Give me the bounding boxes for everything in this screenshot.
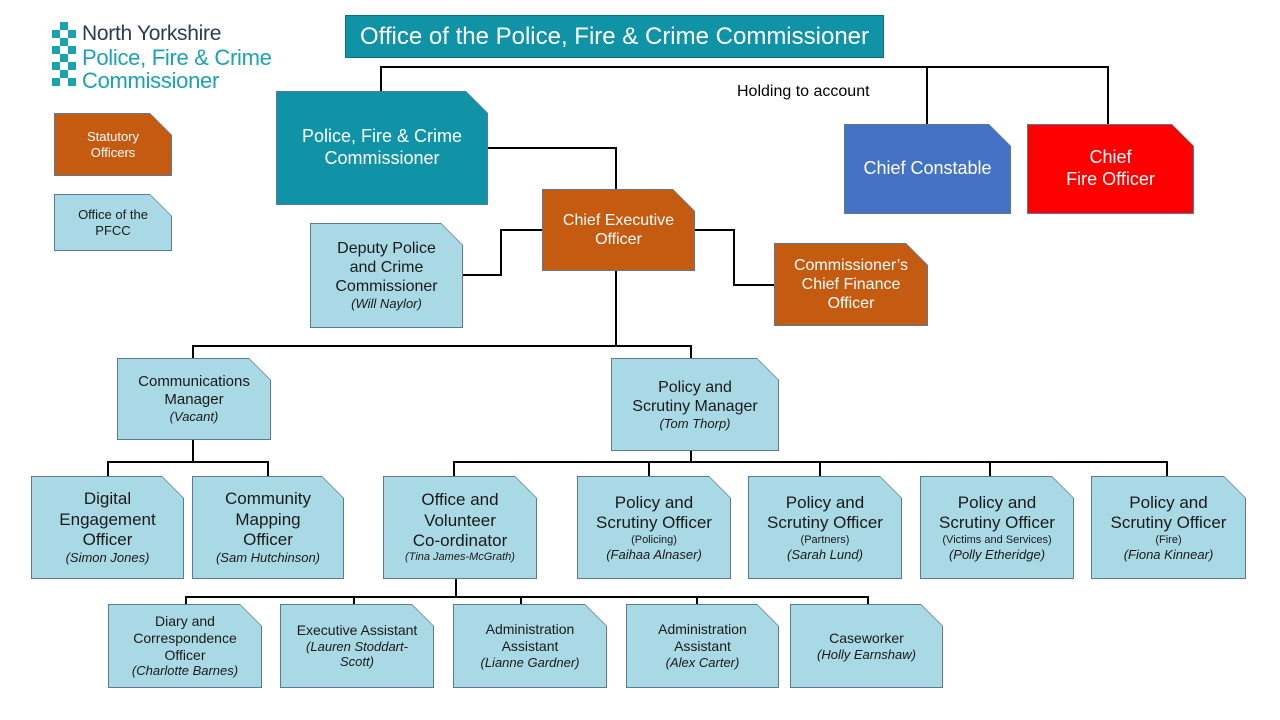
legend-office-of-pfcc: Office of the PFCC bbox=[54, 194, 172, 251]
chief-fire-line-2: Fire Officer bbox=[1066, 169, 1155, 189]
logo-line-3: Commissioner bbox=[82, 68, 219, 93]
diary-line-1: Diary and bbox=[155, 613, 215, 629]
community-line-1: Community bbox=[225, 489, 311, 509]
node-pso-victims: Policy and Scrutiny Officer (Victims and… bbox=[920, 476, 1074, 579]
node-caseworker: Caseworker (Holly Earnshaw) bbox=[790, 604, 943, 688]
holding-to-account-label: Holding to account bbox=[737, 83, 870, 100]
node-diary-correspondence-officer: Diary and Correspondence Officer (Charlo… bbox=[108, 604, 262, 688]
node-executive-assistant: Executive Assistant (Lauren Stoddart- Sc… bbox=[280, 604, 434, 688]
ceo-line-1: Chief Executive bbox=[562, 211, 675, 229]
office-vol-line-3: Co-ordinator bbox=[412, 531, 508, 551]
admin2-line-2: Assistant bbox=[674, 638, 731, 655]
pso-policing-sub: (Policing) bbox=[631, 533, 677, 546]
digital-line-3: Officer bbox=[82, 529, 133, 549]
node-pfcc: Police, Fire & Crime Commissioner bbox=[276, 91, 488, 205]
pso-partners-sub: (Partners) bbox=[800, 533, 850, 546]
node-chief-constable: Chief Constable bbox=[844, 124, 1011, 214]
pso-partners-name: (Sarah Lund) bbox=[787, 546, 863, 562]
logo-line-2: Police, Fire & Crime bbox=[82, 45, 272, 70]
pso-partners-line-1: Policy and bbox=[785, 492, 865, 512]
legend-office-line-1: Office of the bbox=[78, 206, 148, 222]
digital-name: (Simon Jones) bbox=[65, 550, 150, 566]
node-administration-assistant-2: Administration Assistant (Alex Carter) bbox=[626, 604, 779, 688]
admin1-line-2: Assistant bbox=[501, 638, 559, 655]
deputy-line-1: Deputy Police bbox=[337, 239, 436, 257]
pso-partners-line-2: Scrutiny Officer bbox=[767, 513, 883, 533]
policy-mgr-name: (Tom Thorp) bbox=[659, 415, 731, 431]
node-digital-engagement-officer: Digital Engagement Officer (Simon Jones) bbox=[31, 476, 184, 579]
legend-statutory-line-1: Statutory bbox=[86, 128, 140, 144]
pso-fire-line-1: Policy and bbox=[1129, 492, 1208, 512]
community-name: (Sam Hutchinson) bbox=[215, 550, 321, 566]
admin1-line-1: Administration bbox=[485, 621, 575, 638]
node-pso-policing: Policy and Scrutiny Officer (Policing) (… bbox=[577, 476, 731, 579]
legend-statutory-officers: Statutory Officers bbox=[54, 113, 172, 176]
deputy-line-2: and Crime bbox=[349, 259, 424, 277]
page-title: Office of the Police, Fire & Crime Commi… bbox=[345, 15, 884, 58]
node-pso-fire: Policy and Scrutiny Officer (Fire) (Fion… bbox=[1091, 476, 1246, 579]
comms-line-1: Communications bbox=[138, 373, 250, 391]
node-chief-executive-officer: Chief Executive Officer bbox=[542, 189, 695, 271]
node-policy-scrutiny-manager: Policy and Scrutiny Manager (Tom Thorp) bbox=[611, 358, 779, 451]
admin2-line-1: Administration bbox=[658, 621, 747, 638]
deputy-line-3: Commissioner bbox=[335, 278, 438, 296]
exec-asst-name: (Lauren Stoddart- bbox=[306, 638, 408, 654]
office-vol-name: (Tina James-McGrath) bbox=[405, 551, 515, 564]
exec-asst-name-2: Scott) bbox=[340, 654, 374, 670]
node-chief-finance-officer: Commissioner’s Chief Finance Officer bbox=[774, 243, 928, 326]
diary-line-2: Correspondence bbox=[133, 629, 237, 646]
exec-asst-line-1: Executive Assistant bbox=[296, 622, 418, 638]
legend-statutory-line-2: Officers bbox=[90, 144, 136, 160]
pso-fire-line-2: Scrutiny Officer bbox=[1110, 513, 1227, 533]
node-chief-fire-officer: Chief Fire Officer bbox=[1027, 124, 1194, 214]
cfo-line-3: Officer bbox=[827, 295, 875, 313]
node-office-volunteer-coordinator: Office and Volunteer Co-ordinator (Tina … bbox=[383, 476, 537, 579]
office-vol-line-1: Office and bbox=[421, 490, 499, 510]
digital-line-1: Digital bbox=[83, 489, 132, 509]
node-deputy-pcc: Deputy Police and Crime Commissioner (Wi… bbox=[310, 223, 463, 328]
caseworker-line-1: Caseworker bbox=[829, 629, 904, 646]
community-line-2: Mapping bbox=[235, 509, 301, 529]
chief-constable-line-1: Chief Constable bbox=[863, 158, 992, 179]
ceo-line-2: Officer bbox=[595, 231, 642, 248]
pso-victims-line-2: Scrutiny Officer bbox=[939, 513, 1055, 533]
pso-victims-line-1: Policy and bbox=[957, 492, 1037, 512]
legend-office-line-2: PFCC bbox=[95, 222, 131, 238]
comms-line-2: Manager bbox=[164, 391, 224, 409]
chief-fire-line-1: Chief bbox=[1089, 147, 1132, 168]
pso-victims-sub: (Victims and Services) bbox=[942, 533, 1052, 546]
pso-policing-name: (Faihaa Alnaser) bbox=[606, 546, 702, 562]
pso-policing-line-1: Policy and bbox=[614, 492, 694, 512]
logo-mark-icon bbox=[52, 22, 76, 86]
cfo-line-1: Commissioner’s bbox=[793, 256, 909, 274]
pfcc-line-1: Police, Fire & Crime bbox=[301, 126, 463, 147]
nypfcc-logo: North Yorkshire Police, Fire & Crime Com… bbox=[52, 22, 282, 93]
logo-line-1: North Yorkshire bbox=[82, 22, 222, 45]
caseworker-name: (Holly Earnshaw) bbox=[817, 646, 916, 662]
node-pso-partners: Policy and Scrutiny Officer (Partners) (… bbox=[748, 476, 902, 579]
pso-fire-sub: (Fire) bbox=[1155, 533, 1182, 546]
diary-line-3: Officer bbox=[164, 646, 206, 663]
node-communications-manager: Communications Manager (Vacant) bbox=[117, 358, 271, 440]
pso-policing-line-2: Scrutiny Officer bbox=[596, 513, 712, 533]
node-administration-assistant-1: Administration Assistant (Lianne Gardner… bbox=[453, 604, 607, 688]
pso-victims-name: (Polly Etheridge) bbox=[948, 546, 1046, 562]
community-line-3: Officer bbox=[243, 529, 293, 549]
policy-mgr-line-1: Policy and bbox=[658, 378, 732, 396]
office-vol-line-2: Volunteer bbox=[424, 510, 496, 530]
comms-name: (Vacant) bbox=[169, 409, 219, 425]
cfo-line-2: Chief Finance bbox=[801, 275, 901, 293]
pso-fire-name: (Fiona Kinnear) bbox=[1123, 546, 1214, 562]
pfcc-line-2: Commissioner bbox=[324, 148, 440, 168]
admin2-name: (Alex Carter) bbox=[665, 655, 740, 670]
deputy-name: (Will Naylor) bbox=[351, 296, 422, 312]
diary-name: (Charlotte Barnes) bbox=[131, 663, 239, 679]
admin1-name: (Lianne Gardner) bbox=[480, 655, 580, 670]
node-community-mapping-officer: Community Mapping Officer (Sam Hutchinso… bbox=[192, 476, 344, 579]
digital-line-2: Engagement bbox=[59, 509, 156, 529]
policy-mgr-line-2: Scrutiny Manager bbox=[632, 397, 758, 415]
